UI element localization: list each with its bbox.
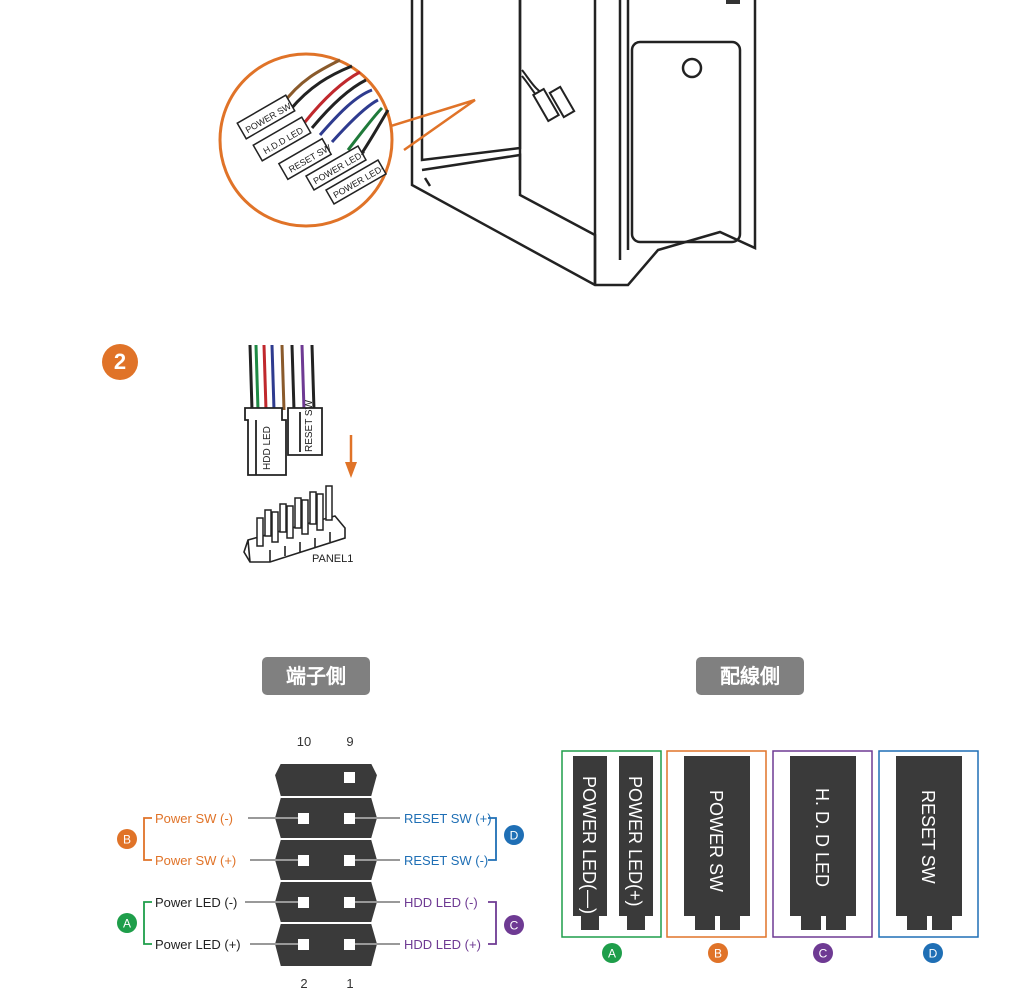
badge-b-letter: B — [123, 833, 131, 847]
badge-a — [117, 913, 137, 933]
connector-label-power-led-plus: POWER LED(+) — [625, 776, 645, 907]
pin-squares — [298, 772, 355, 950]
badge-d-letter: D — [929, 947, 938, 961]
badge-d — [504, 825, 524, 845]
connector-label-reset-sw: RESET SW — [918, 790, 938, 884]
pin-diagram: 10 9 2 1 Power SW (-) Power SW (+) Power… — [117, 734, 524, 991]
connector-bodies — [573, 756, 962, 930]
pin-label-power-sw-plus: Power SW (+) — [155, 853, 236, 868]
pin-number-9: 9 — [346, 734, 353, 749]
pin-label-reset-sw-plus: RESET SW (+) — [404, 811, 492, 826]
badge-a-letter: A — [123, 917, 131, 931]
panel1-label: PANEL1 — [312, 553, 353, 565]
bracket-c — [488, 901, 497, 945]
bracket-a — [143, 901, 152, 945]
badge-b-letter: B — [714, 947, 722, 961]
pin-label-hdd-led-minus: HDD LED (-) — [404, 895, 478, 910]
pin-number-10: 10 — [297, 734, 311, 749]
wire-side-diagram: POWER LED(—) POWER LED(+) POWER SW H. D.… — [561, 750, 979, 963]
frame-d — [878, 750, 979, 938]
pc-case — [410, 0, 757, 287]
badge-b — [117, 829, 137, 849]
badge-d-letter: D — [510, 829, 519, 843]
badge-c — [813, 943, 833, 963]
pin-label-power-sw-minus: Power SW (-) — [155, 811, 233, 826]
pin-label-power-led-minus: Power LED (-) — [155, 895, 237, 910]
badge-a-letter: A — [608, 947, 616, 961]
pin-header-body — [272, 762, 380, 968]
step2-illustration: HDD LED RESET SW PANEL1 — [243, 344, 357, 565]
case-illustration: POWER SW H.D.D LED RESET SW POWER LED+ P… — [218, 0, 757, 287]
plug-wires — [248, 344, 316, 411]
header-pins — [256, 485, 333, 547]
connector-label-power-sw: POWER SW — [706, 790, 726, 892]
insert-arrow — [345, 435, 357, 478]
bracket-d — [488, 817, 497, 861]
plug-reset-sw — [287, 407, 323, 456]
pin-number-2: 2 — [300, 976, 307, 991]
connector-label-hdd-led: H. D. D LED — [812, 788, 832, 887]
wire-side-header: 配線側 — [696, 657, 804, 695]
pin-label-power-led-plus: Power LED (+) — [155, 937, 241, 952]
badge-d — [923, 943, 943, 963]
plug-hdd-led — [244, 407, 287, 476]
case-badge — [726, 0, 740, 4]
plug-label-reset-sw: RESET SW — [304, 399, 315, 452]
connector-label-power-led-minus: POWER LED(—) — [579, 776, 599, 914]
callout-wires — [280, 58, 390, 157]
callout-pointer — [377, 98, 476, 152]
badge-b — [708, 943, 728, 963]
pin-label-hdd-led-plus: HDD LED (+) — [404, 937, 481, 952]
frame-c — [772, 750, 873, 938]
callout-connectors — [236, 94, 388, 205]
pin-leader-lines — [245, 817, 400, 945]
frame-a — [561, 750, 662, 938]
bracket-b — [143, 817, 152, 861]
case-cable — [521, 69, 576, 123]
pin-number-1: 1 — [346, 976, 353, 991]
frame-b — [666, 750, 767, 938]
pin-side-header: 端子側 — [262, 657, 370, 695]
badge-c — [504, 915, 524, 935]
badge-c-letter: C — [819, 947, 828, 961]
badge-a — [602, 943, 622, 963]
plug-label-hdd-led: HDD LED — [262, 426, 273, 470]
pin-label-reset-sw-minus: RESET SW (-) — [404, 853, 488, 868]
badge-c-letter: C — [510, 919, 519, 933]
step-2-badge: 2 — [102, 344, 138, 380]
